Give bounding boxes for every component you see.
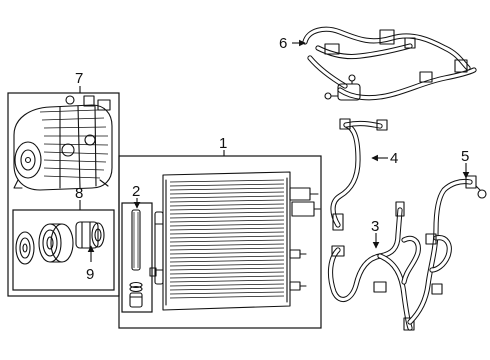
condenser	[149, 171, 321, 311]
callout-2: 2	[132, 183, 140, 200]
callout-6: 6	[279, 35, 287, 52]
compressor-group-box	[7, 92, 120, 297]
callout-8: 8	[75, 185, 83, 202]
callout-5: 5	[461, 148, 469, 165]
receiver-drier	[129, 209, 143, 308]
callout-1: 1	[219, 135, 227, 152]
callout-9: 9	[86, 266, 94, 283]
clutch-assembly	[15, 221, 105, 265]
drier-group-box	[121, 202, 153, 313]
condenser-group-box	[118, 155, 322, 329]
hose-assembly-5	[407, 175, 487, 325]
compressor	[13, 95, 113, 191]
callout-4: 4	[390, 150, 398, 167]
callout-leaders	[79, 39, 470, 262]
callout-7: 7	[75, 70, 83, 87]
clutch-group-box	[12, 209, 115, 291]
hose-assembly-4	[330, 118, 388, 231]
hose-assembly-6	[302, 26, 477, 101]
callout-3: 3	[371, 218, 379, 235]
